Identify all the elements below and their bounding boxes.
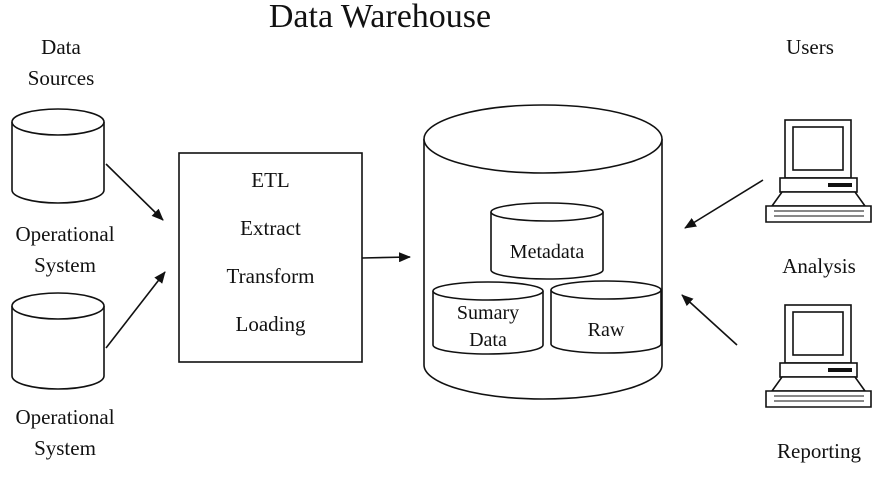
etl-loading: Loading xyxy=(235,312,306,336)
source1-label-line2: System xyxy=(34,253,96,277)
sources-heading-line2: Sources xyxy=(27,66,95,90)
raw-label: Raw xyxy=(587,319,625,341)
summary-data-label-line1: Sumary xyxy=(456,302,520,324)
source-database-2-icon xyxy=(11,292,105,390)
reporting-label: Reporting xyxy=(777,439,861,463)
etl-heading: ETL xyxy=(251,168,290,192)
source-database-1-icon xyxy=(11,108,105,204)
summary-data-label-line2: Data xyxy=(469,329,507,351)
sources-heading-line1: Data xyxy=(41,35,81,59)
source2-label-line1: Operational xyxy=(15,405,115,429)
arrow-source2-to-etl xyxy=(105,271,166,349)
etl-box xyxy=(178,152,363,363)
arrow-etl-to-warehouse xyxy=(361,252,411,263)
metadata-label: Metadata xyxy=(509,241,585,263)
reporting-computer-icon xyxy=(765,304,872,408)
etl-extract: Extract xyxy=(240,216,301,240)
metadata-cylinder-icon xyxy=(490,202,604,280)
raw-cylinder-icon xyxy=(550,280,662,354)
source1-label-line1: Operational xyxy=(15,222,115,246)
arrow-reporting-to-warehouse xyxy=(681,294,738,346)
source2-label-line2: System xyxy=(34,436,96,460)
analysis-label: Analysis xyxy=(782,254,856,278)
diagram-title: Data Warehouse xyxy=(268,0,492,35)
arrow-source1-to-etl xyxy=(105,163,164,221)
summary-data-cylinder-icon xyxy=(432,281,544,355)
analysis-computer-icon xyxy=(765,119,872,223)
users-heading: Users xyxy=(786,35,834,59)
etl-transform: Transform xyxy=(226,264,315,288)
arrow-analysis-to-warehouse xyxy=(684,179,764,229)
